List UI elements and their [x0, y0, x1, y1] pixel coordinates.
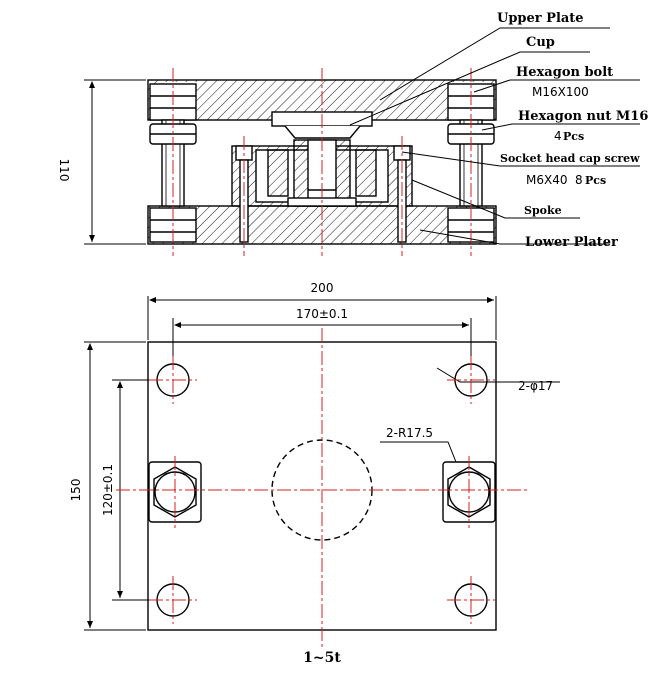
label-hex-bolt: Hexagon bolt: [516, 65, 613, 80]
label-hex-nut: Hexagon nut M16: [518, 109, 648, 124]
top-hole-spacing-dim-text: 170±0.1: [296, 307, 348, 321]
label-hex-bolt-spec: M16X100: [532, 85, 589, 99]
label-socket-screw-qty: 8: [575, 173, 583, 187]
top-hole-spacing-dimension: [172, 318, 472, 362]
hole-callout-leader: [436, 367, 560, 383]
top-width-dim-text: 200: [311, 281, 334, 295]
side-leaders: [349, 27, 640, 245]
label-socket-screw-unit: Pcs: [585, 174, 606, 187]
hole-callout-text: 2-φ17: [518, 379, 553, 393]
label-lower-plate: Lower Plater: [525, 235, 618, 250]
label-hex-nut-unit: Pcs: [563, 130, 584, 143]
label-upper-plate: Upper Plate: [497, 11, 584, 26]
top-hole-vspacing-dim-text: 120±0.1: [101, 464, 115, 516]
label-socket-screw-spec: M6X40: [526, 173, 567, 187]
radius-callout-leader: [380, 441, 457, 463]
radius-callout-text: 2-R17.5: [386, 426, 433, 440]
top-width-dimension: [147, 296, 497, 340]
capacity-caption: 1~5t: [303, 650, 341, 666]
label-socket-screw: Socket head cap screw: [500, 152, 640, 165]
label-hex-nut-qty: 4: [554, 129, 562, 143]
top-height-dimension: [84, 341, 146, 631]
side-height-dim-text: 110: [57, 159, 71, 182]
top-centerlines: [116, 328, 528, 648]
top-height-dim-text: 150: [69, 479, 83, 502]
side-height-dimension: [84, 79, 146, 245]
side-view: [84, 68, 497, 256]
label-spoke: Spoke: [524, 204, 562, 217]
label-cup: Cup: [526, 35, 555, 50]
